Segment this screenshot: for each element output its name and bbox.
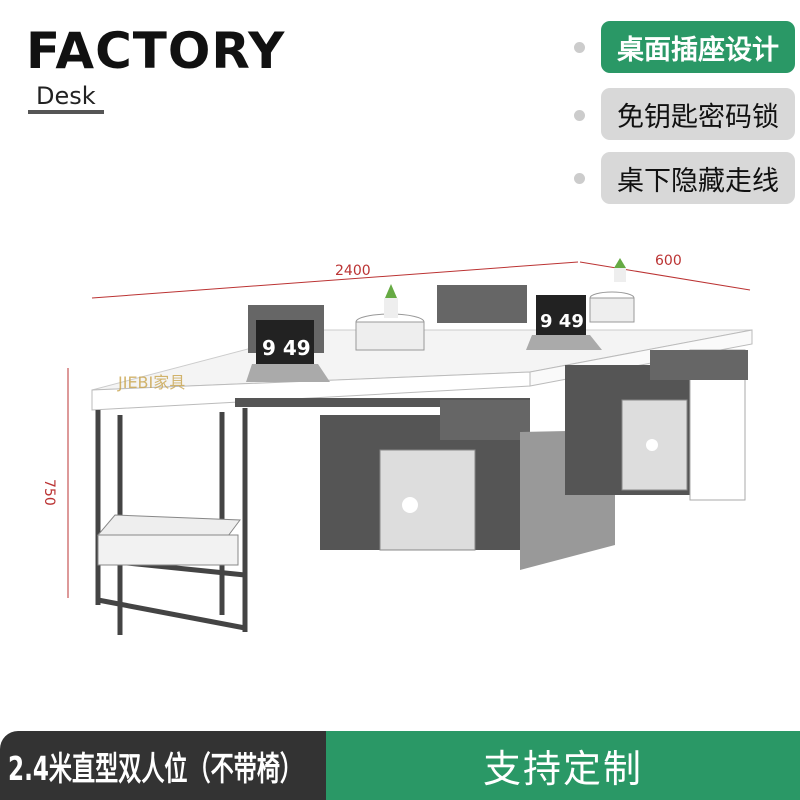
svg-text:600: 600 bbox=[655, 253, 682, 269]
brand-title: FACTORY bbox=[26, 22, 286, 80]
dimension-depth: 600 bbox=[579, 253, 751, 291]
bullet-dot bbox=[574, 173, 585, 184]
desk-illustration: 2400 600 750 9 49 9 49 JIEBI家具 bbox=[41, 253, 753, 635]
watermark: JIEBI家具 bbox=[117, 373, 185, 392]
model-label: 2.4米直型双人位（不带椅） bbox=[8, 748, 304, 788]
feature-chip-socket: 桌面插座设计 bbox=[601, 21, 795, 73]
bullet-dot bbox=[574, 42, 585, 53]
feature-chip-cable: 桌下隐藏走线 bbox=[601, 152, 795, 204]
svg-text:750: 750 bbox=[41, 479, 57, 506]
model-banner: 2.4米直型双人位（不带椅） bbox=[0, 731, 326, 800]
svg-text:2400: 2400 bbox=[335, 263, 371, 279]
customization-label: 支持定制 bbox=[326, 731, 800, 800]
dimension-height: 750 bbox=[41, 368, 69, 598]
product-subtitle: Desk bbox=[36, 82, 96, 110]
bullet-dot bbox=[574, 110, 585, 121]
laptop: 9 49 bbox=[526, 295, 602, 350]
svg-text:9 49: 9 49 bbox=[262, 336, 311, 360]
laptop: 9 49 bbox=[246, 320, 330, 382]
svg-text:9 49: 9 49 bbox=[540, 311, 584, 332]
dimension-length: 2400 bbox=[91, 261, 579, 299]
feature-chip-lock: 免钥匙密码锁 bbox=[601, 88, 795, 140]
subtitle-underline bbox=[28, 110, 104, 114]
